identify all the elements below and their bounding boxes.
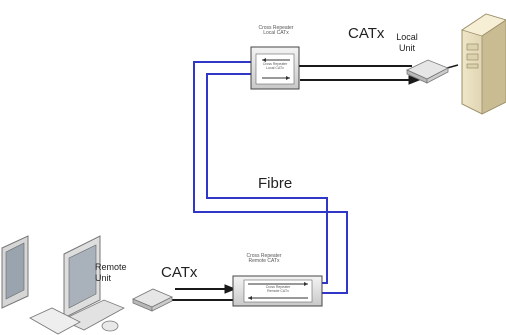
tower-server-icon	[461, 13, 506, 115]
extender-unit-icon	[132, 288, 173, 312]
extender-unit-icon	[406, 59, 449, 84]
repeater-local-title-line1: Cross Repeater	[258, 25, 294, 31]
local-unit-label: Local Unit	[390, 32, 424, 54]
local-unit-label-line2: Unit	[398, 43, 415, 53]
fibre-line-outer	[193, 61, 348, 294]
repeater-local-panel-line2: Local CATx	[266, 65, 284, 70]
repeater-local-box	[250, 46, 300, 90]
catx-label-top: CATx	[348, 25, 385, 42]
repeater-remote-panel-text: Cross Repeater Remote CATx	[250, 285, 306, 293]
remote-unit-label-line1: Remote	[95, 262, 127, 272]
repeater-local-panel-line1: Cross Repeater	[262, 62, 288, 66]
repeater-remote-title-line1: Cross Repeater	[246, 253, 282, 259]
repeater-local-title-line2: Local CATx	[263, 30, 289, 36]
repeater-local-panel-text: Cross Repeater Local CATx	[258, 62, 292, 70]
repeater-remote-box	[232, 275, 323, 307]
repeater-remote-title: Cross Repeater Remote CATx	[236, 254, 292, 264]
catx-label-bottom: CATx	[161, 264, 198, 281]
catx-cable-remote	[160, 284, 237, 305]
repeater-local-title: Cross Repeater Local CATx	[248, 26, 304, 36]
repeater-remote-panel-line1: Cross Repeater	[265, 285, 291, 289]
repeater-remote-title-line2: Remote CATx	[248, 258, 280, 264]
desktop-computer-icon	[1, 235, 125, 335]
remote-unit-label-line2: Unit	[95, 273, 112, 283]
local-unit-label-line1: Local	[396, 32, 418, 42]
repeater-remote-panel-line2: Remote CATx	[267, 288, 289, 293]
fibre-cable	[193, 61, 348, 294]
fibre-label: Fibre	[258, 175, 293, 192]
fibre-line-inner	[206, 73, 328, 284]
remote-unit-label: Remote Unit	[95, 262, 127, 284]
